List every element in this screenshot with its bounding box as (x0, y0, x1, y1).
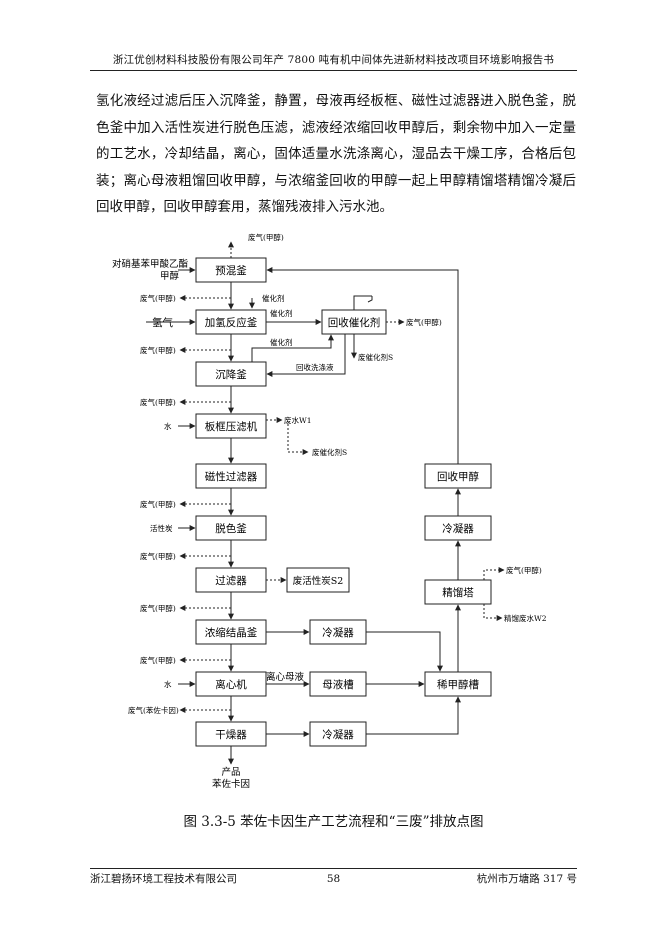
box-mother-liquor-tank: 母液槽 (309, 671, 367, 697)
svg-text:回收催化剂: 回收催化剂 (328, 316, 381, 329)
svg-text:预混釜: 预混釜 (215, 264, 247, 277)
box-waste-carbon: 废活性炭S2 (286, 567, 350, 593)
svg-text:离心机: 离心机 (215, 678, 247, 691)
svg-text:回收甲醇: 回收甲醇 (437, 470, 479, 483)
svg-text:产品: 产品 (221, 766, 240, 778)
box-condenser-2: 冷凝器 (309, 721, 367, 747)
body-paragraph: 氢化液经过滤后压入沉降釜，静置，母液再经板框、磁性过滤器进入脱色釜，脱色釜中加入… (96, 93, 576, 215)
svg-text:废气(甲醇): 废气(甲醇) (506, 565, 542, 575)
svg-text:稀甲醇槽: 稀甲醇槽 (437, 678, 479, 691)
svg-text:苯佐卡因: 苯佐卡因 (212, 778, 250, 790)
svg-text:磁性过滤器: 磁性过滤器 (205, 470, 258, 483)
footer-address: 杭州市万塘路 317 号 (476, 873, 577, 885)
svg-text:脱色釜: 脱色釜 (215, 522, 247, 535)
box-decolor-tank: 脱色釜 (195, 515, 267, 541)
svg-text:废气(甲醇): 废气(甲醇) (140, 655, 176, 665)
svg-text:水: 水 (164, 421, 172, 431)
svg-text:废催化剂S: 废催化剂S (358, 352, 393, 362)
svg-text:精馏废水W2: 精馏废水W2 (504, 613, 547, 623)
page-header: 浙江优创材料科技股份有限公司年产 7800 吨有机中间体先进新材料技改项目环境影… (90, 50, 577, 71)
box-recover-methanol: 回收甲醇 (424, 463, 492, 489)
svg-text:母液槽: 母液槽 (322, 678, 354, 691)
box-condenser-1: 冷凝器 (309, 619, 367, 645)
box-premix: 预混釜 (195, 257, 267, 283)
box-filter: 过滤器 (195, 567, 267, 593)
box-distillation-tower: 精馏塔 (424, 579, 492, 605)
svg-text:废气(甲醇): 废气(甲醇) (140, 551, 176, 561)
box-concentrate-crystallize: 浓缩结晶釜 (195, 619, 267, 645)
box-centrifuge: 离心机 (195, 671, 267, 697)
svg-text:废水W1: 废水W1 (284, 415, 311, 425)
svg-text:废气(甲醇): 废气(甲醇) (140, 499, 176, 509)
svg-text:废气(甲醇): 废气(甲醇) (140, 293, 176, 303)
svg-text:催化剂: 催化剂 (270, 337, 293, 347)
box-hydrogenation-reactor: 加氢反应釜 (195, 309, 267, 335)
svg-text:废气(甲醇): 废气(甲醇) (248, 232, 284, 242)
svg-text:离心母液: 离心母液 (266, 671, 305, 683)
svg-text:回收洗涤液: 回收洗涤液 (296, 362, 334, 372)
box-plate-filter-press: 板框压滤机 (195, 413, 267, 439)
page-footer: 浙江碧扬环境工程技术有限公司 58 杭州市万塘路 317 号 (90, 868, 577, 889)
box-magnetic-filter: 磁性过滤器 (195, 463, 267, 489)
svg-text:废催化剂S: 废催化剂S (312, 447, 347, 457)
svg-text:废活性炭S2: 废活性炭S2 (293, 575, 344, 587)
svg-text:甲醇: 甲醇 (160, 270, 180, 282)
svg-text:对硝基苯甲酸乙酯: 对硝基苯甲酸乙酯 (112, 258, 189, 270)
svg-text:活性炭: 活性炭 (150, 523, 173, 533)
footer-page-number: 58 (326, 873, 341, 885)
box-recover-catalyst: 回收催化剂 (321, 309, 387, 335)
svg-text:浓缩结晶釜: 浓缩结晶釜 (205, 626, 258, 639)
svg-text:冷凝器: 冷凝器 (322, 728, 354, 741)
svg-text:废气(甲醇): 废气(甲醇) (140, 603, 176, 613)
svg-text:精馏塔: 精馏塔 (442, 586, 474, 599)
svg-text:废气(甲醇): 废气(甲醇) (140, 345, 176, 355)
figure-caption: 图 3.3-5 苯佐卡因生产工艺流程和“三废”排放点图 (183, 814, 484, 830)
svg-text:废气(苯佐卡因): 废气(苯佐卡因) (128, 705, 179, 715)
svg-text:沉降釜: 沉降釜 (215, 368, 247, 381)
box-settling-tank: 沉降釜 (195, 361, 267, 387)
svg-text:加氢反应釜: 加氢反应釜 (205, 316, 258, 329)
box-dilute-methanol-tank: 稀甲醇槽 (424, 671, 492, 697)
box-condenser-3: 冷凝器 (424, 515, 492, 541)
footer-company: 浙江碧扬环境工程技术有限公司 (90, 873, 237, 885)
box-dryer: 干燥器 (195, 721, 267, 747)
svg-text:氢气: 氢气 (152, 316, 173, 329)
svg-text:废气(甲醇): 废气(甲醇) (406, 317, 442, 327)
svg-text:催化剂: 催化剂 (262, 293, 285, 303)
svg-text:废气(甲醇): 废气(甲醇) (140, 397, 176, 407)
svg-text:水: 水 (164, 679, 172, 689)
svg-text:过滤器: 过滤器 (215, 574, 247, 587)
svg-text:催化剂: 催化剂 (270, 308, 293, 318)
svg-text:冷凝器: 冷凝器 (322, 626, 354, 639)
svg-text:冷凝器: 冷凝器 (442, 522, 474, 535)
svg-text:干燥器: 干燥器 (215, 729, 247, 741)
svg-text:板框压滤机: 板框压滤机 (205, 420, 258, 433)
